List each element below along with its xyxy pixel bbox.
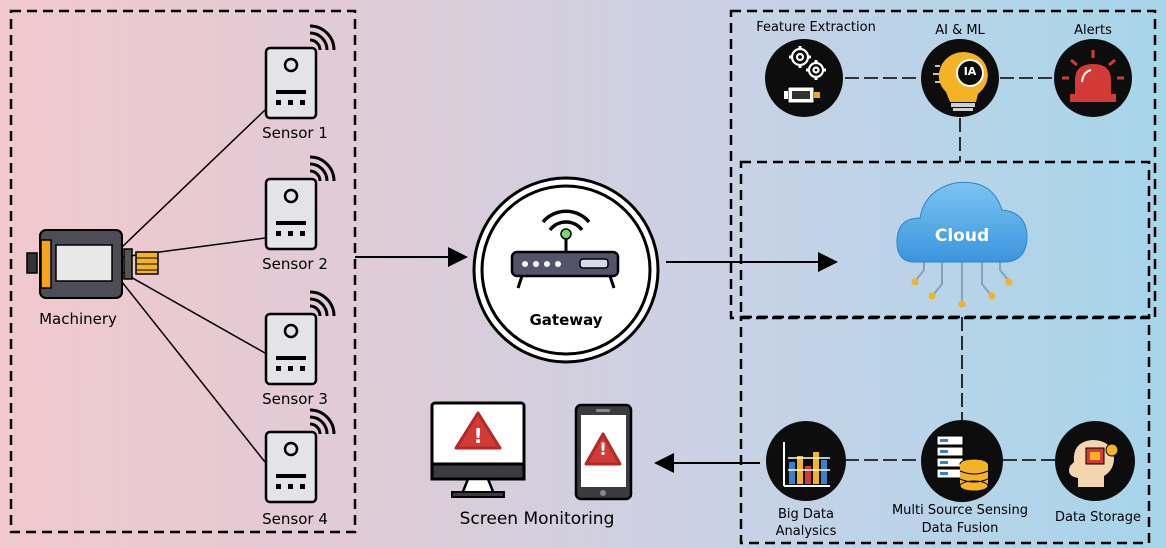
sensor-1-icon	[264, 24, 336, 120]
big-data-analytics-icon	[766, 421, 846, 501]
sensor-1-label: Sensor 1	[262, 124, 328, 142]
cloud-group-box	[739, 160, 1151, 319]
data-fusion-icon	[921, 420, 1003, 502]
ai-ml-icon	[921, 39, 999, 117]
feature-extraction-icon	[765, 39, 843, 117]
service-connectors	[845, 77, 1055, 461]
sensor-2-label: Sensor 2	[262, 255, 328, 273]
ai-badge-text: IA	[963, 65, 977, 78]
cloud-label: Cloud	[934, 226, 990, 246]
gateway-label: Gateway	[529, 311, 603, 329]
data-fusion-label-line1: Multi Source Sensing	[891, 503, 1029, 518]
sensor-wires	[121, 109, 266, 463]
sensor-4-label: Sensor 4	[262, 510, 328, 528]
sensor-4-icon	[264, 408, 336, 504]
monitor-warning-glyph: !	[473, 424, 483, 448]
data-storage-label: Data Storage	[1054, 510, 1142, 525]
ai-ml-label: AI & ML	[935, 23, 985, 38]
feature-extraction-label: Feature Extraction	[756, 20, 876, 35]
phone-warning-glyph: !	[599, 440, 607, 460]
big-data-label-line1: Big Data	[778, 507, 834, 522]
sensor-2-icon	[264, 155, 336, 251]
alert-siren-icon	[1054, 39, 1132, 117]
router-icon	[510, 209, 620, 289]
data-fusion-label-line2: Data Fusion	[921, 521, 999, 536]
sensor-3-label: Sensor 3	[262, 390, 328, 408]
machinery-label: Machinery	[39, 310, 117, 328]
data-storage-icon	[1055, 421, 1135, 501]
cloud-icon	[896, 181, 1028, 308]
cloud-services-group-box	[729, 9, 1157, 320]
big-data-label-line2: Analysics	[775, 524, 837, 539]
data-services-group-box	[739, 315, 1151, 545]
alerts-label: Alerts	[1074, 23, 1112, 38]
sensor-3-icon	[264, 290, 336, 386]
motor-icon	[26, 229, 159, 299]
monitor-warning-icon	[454, 411, 502, 450]
phone-warning-icon	[584, 432, 622, 466]
screen-monitoring-label: Screen Monitoring	[459, 509, 615, 529]
